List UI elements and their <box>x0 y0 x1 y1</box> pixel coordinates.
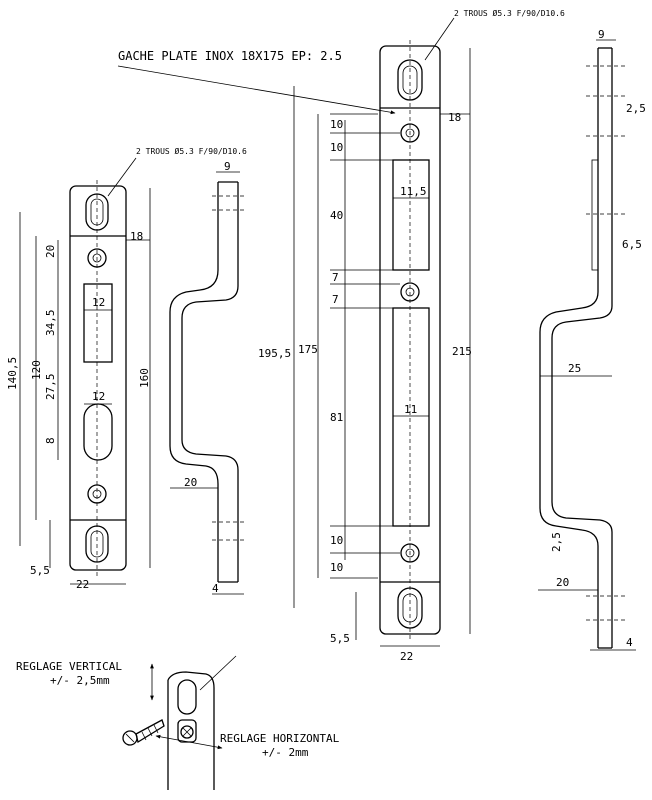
large-profile-side-view <box>538 39 636 651</box>
drawing-title: GACHE PLATE INOX 18X175 EP: 2.5 <box>118 49 342 63</box>
large-dim-10d: 10 <box>330 561 343 574</box>
small-plate-outline <box>69 185 127 571</box>
small-dim-34-5: 34,5 <box>44 310 57 337</box>
large-dim-10a: 10 <box>330 118 343 131</box>
vertical-adjust-value: +/- 2,5mm <box>50 674 110 687</box>
large-profile-dim-6-5: 6,5 <box>622 238 642 251</box>
large-holes-note: 2 TROUS Ø5.3 F/90/D10.6 <box>454 8 565 18</box>
small-profile-dim-4: 4 <box>212 582 219 595</box>
large-dim-40: 40 <box>330 209 343 222</box>
large-profile-dim-20: 20 <box>556 576 569 589</box>
large-dim-10c: 10 <box>330 534 343 547</box>
large-dim-215: 215 <box>452 345 472 358</box>
large-profile-dim-2-5a: 2,5 <box>626 102 646 115</box>
small-dim-160: 160 <box>138 368 151 388</box>
large-holes-leader <box>424 17 455 61</box>
large-profile-dim-9: 9 <box>598 28 605 41</box>
large-dim-81: 81 <box>330 411 343 424</box>
window-opening <box>392 307 430 527</box>
large-dim-5-5: 5,5 <box>330 632 350 645</box>
vertical-adjust-label: REGLAGE VERTICAL <box>16 660 122 673</box>
large-profile-dim-25: 25 <box>568 362 581 375</box>
large-dim-11: 11 <box>404 403 417 416</box>
small-dim-12b: 12 <box>92 390 105 403</box>
screw-icon <box>122 719 165 746</box>
small-profile-dim-20: 20 <box>184 476 197 489</box>
small-dim-120: 120 <box>30 360 43 380</box>
adjustment-detail <box>122 655 237 790</box>
large-dim-22: 22 <box>400 650 413 663</box>
large-profile-dim-4: 4 <box>626 636 633 649</box>
horizontal-adjust-label: REGLAGE HORIZONTAL <box>220 732 340 745</box>
horizontal-adjust-arrow <box>155 734 223 750</box>
horizontal-adjust-value: +/- 2mm <box>262 746 309 759</box>
small-dim-20: 20 <box>44 245 57 258</box>
large-plate-front-view <box>293 40 471 647</box>
large-dim-7a: 7 <box>332 271 339 284</box>
small-dim-18: 18 <box>130 230 143 243</box>
small-dim-27-5: 27,5 <box>44 374 57 401</box>
window-opening <box>83 283 113 363</box>
small-dim-140-5: 140,5 <box>6 357 19 390</box>
large-dim-195-5: 195,5 <box>258 347 291 360</box>
screw-hole <box>87 484 107 504</box>
large-dim-7b: 7 <box>332 293 339 306</box>
small-dim-5-5: 5,5 <box>30 564 50 577</box>
small-holes-note: 2 TROUS Ø5.3 F/90/D10.6 <box>136 146 247 156</box>
small-plate-front-view <box>19 180 151 585</box>
small-dim-12a: 12 <box>92 296 105 309</box>
small-dim-8: 8 <box>44 437 57 444</box>
small-profile-dim-9: 9 <box>224 160 231 173</box>
large-dim-10b: 10 <box>330 141 343 154</box>
large-dim-11-5: 11,5 <box>400 185 427 198</box>
large-dim-18: 18 <box>448 111 461 124</box>
small-dim-22: 22 <box>76 578 89 591</box>
window-opening <box>83 403 113 461</box>
large-dim-175: 175 <box>298 343 318 356</box>
small-holes-leader <box>107 157 137 197</box>
large-plate-outline <box>379 45 441 635</box>
adjust-slot <box>177 679 197 715</box>
title-leader <box>117 65 396 115</box>
large-profile-dim-2-5b: 2,5 <box>550 532 563 552</box>
window-opening <box>392 159 430 271</box>
small-profile-side-view <box>169 171 246 595</box>
